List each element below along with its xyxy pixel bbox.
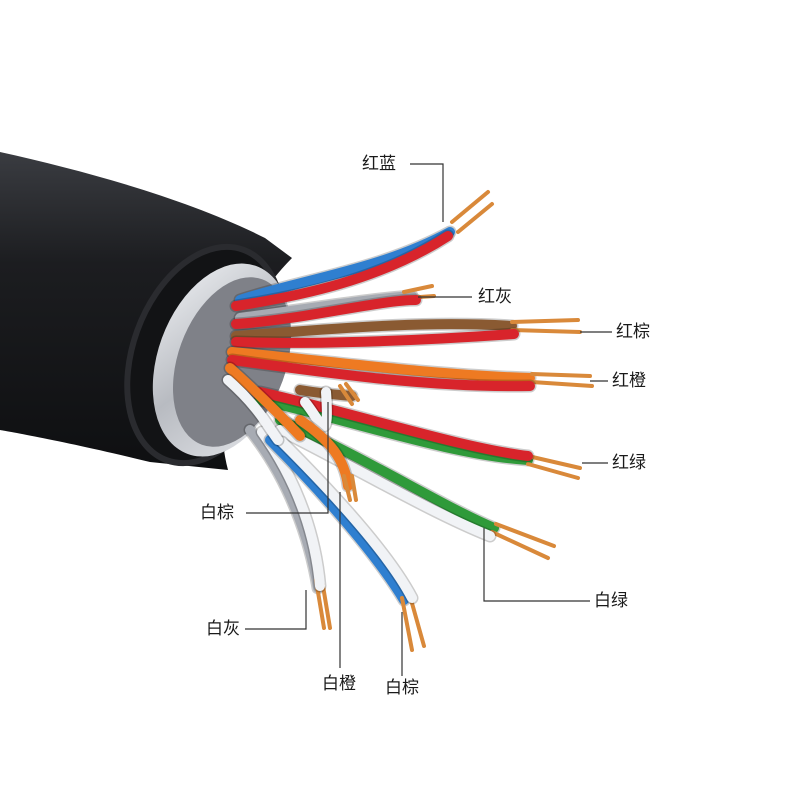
leader-white-gray bbox=[245, 590, 307, 630]
wire-orange bbox=[227, 347, 535, 383]
wire-brown-2 bbox=[295, 385, 357, 401]
wire-blue-2-conductor-a bbox=[400, 596, 414, 652]
wire-orange-2-conductor-b bbox=[350, 474, 358, 502]
leader-lines bbox=[245, 163, 612, 676]
label-white-green: 白绿 bbox=[594, 591, 628, 611]
wire-white-2 bbox=[300, 387, 332, 431]
label-red-green: 红绿 bbox=[612, 453, 646, 473]
wire-green-2-conductor-b bbox=[490, 530, 550, 560]
wire-orange-3 bbox=[225, 363, 305, 441]
leader-white-brown-upper bbox=[246, 402, 329, 514]
label-red-brown: 红棕 bbox=[616, 322, 650, 342]
wire-green-conductor-a bbox=[526, 454, 582, 470]
wire-red-1 bbox=[231, 231, 453, 311]
wire-blue-2 bbox=[265, 435, 409, 605]
label-red-gray: 红灰 bbox=[478, 287, 512, 307]
leader-red-blue bbox=[410, 163, 444, 222]
wire-green-conductor-b bbox=[526, 462, 580, 480]
leader-white-green bbox=[483, 528, 590, 602]
wire-white-4 bbox=[277, 437, 417, 603]
label-white-gray: 白灰 bbox=[206, 619, 240, 639]
wire-brown bbox=[231, 319, 517, 341]
label-white-brown-upper: 白棕 bbox=[200, 503, 234, 523]
wire-brown-2-conductor-b bbox=[344, 382, 360, 402]
wire-blue-conductor-b bbox=[456, 202, 494, 234]
wire-orange-2 bbox=[295, 415, 353, 491]
wire-orange-conductor-a bbox=[530, 372, 592, 378]
wire-brown-conductor-a bbox=[510, 318, 580, 324]
wire-red-3 bbox=[231, 329, 519, 348]
wire-bundle bbox=[221, 190, 594, 652]
wire-orange-conductor-b bbox=[530, 380, 594, 388]
wire-green bbox=[255, 395, 533, 465]
wire-red-4 bbox=[227, 355, 535, 392]
wire-red-5 bbox=[255, 387, 533, 461]
label-white-orange: 白橙 bbox=[322, 674, 356, 694]
wire-white-1 bbox=[275, 425, 495, 541]
wire-blue-conductor-a bbox=[450, 190, 490, 224]
wire-brown-2-conductor-a bbox=[338, 384, 354, 406]
label-red-blue: 红蓝 bbox=[362, 154, 396, 174]
label-red-orange: 红橙 bbox=[612, 371, 646, 391]
wire-blue-2-conductor-b bbox=[408, 594, 426, 648]
wire-white-5 bbox=[223, 375, 283, 445]
wire-green-2-conductor-a bbox=[494, 522, 556, 548]
wire-gray-conductor-a bbox=[402, 284, 434, 294]
label-white-brown-lower: 白棕 bbox=[385, 678, 419, 698]
wire-orange-2-conductor-a bbox=[342, 474, 352, 502]
wire-brown-conductor-b bbox=[510, 328, 582, 334]
wire-red-2 bbox=[231, 295, 421, 329]
